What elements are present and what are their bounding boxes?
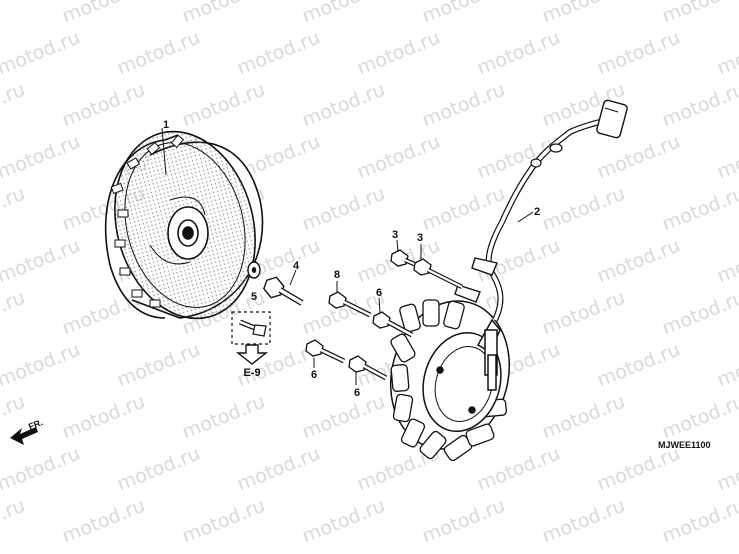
reference-arrow [235,344,269,365]
diagram-code: MJWEE1100 [658,440,711,450]
bolt-6a [372,311,414,338]
leader-6a [378,297,381,314]
flywheel [104,130,264,320]
callout-6b: 6 [311,369,317,381]
callout-6c: 6 [354,387,360,399]
reference-label: E-9 [243,367,260,379]
bolt-3b [413,258,464,290]
stator-wire [454,99,628,322]
reference-bolt [231,311,271,345]
callout-3b: 3 [417,232,423,244]
callout-8: 8 [334,269,340,281]
leader-1 [161,127,167,176]
callout-1: 1 [163,119,169,131]
callout-5: 5 [251,291,257,303]
front-arrow [10,427,38,445]
callout-4: 4 [293,260,300,272]
leader-4 [289,269,297,286]
bolt-6b [305,339,346,364]
bolt-8 [328,291,372,318]
callout-2: 2 [534,206,540,218]
washer [247,261,261,279]
bolt-6c [348,355,388,381]
stator [389,299,511,462]
leader-2 [517,211,534,223]
callout-6a: 6 [376,287,382,299]
flywheel-bolt [263,276,304,306]
leader-3a [396,239,399,253]
front-label: FR. [27,417,44,432]
callout-3a: 3 [392,229,398,241]
